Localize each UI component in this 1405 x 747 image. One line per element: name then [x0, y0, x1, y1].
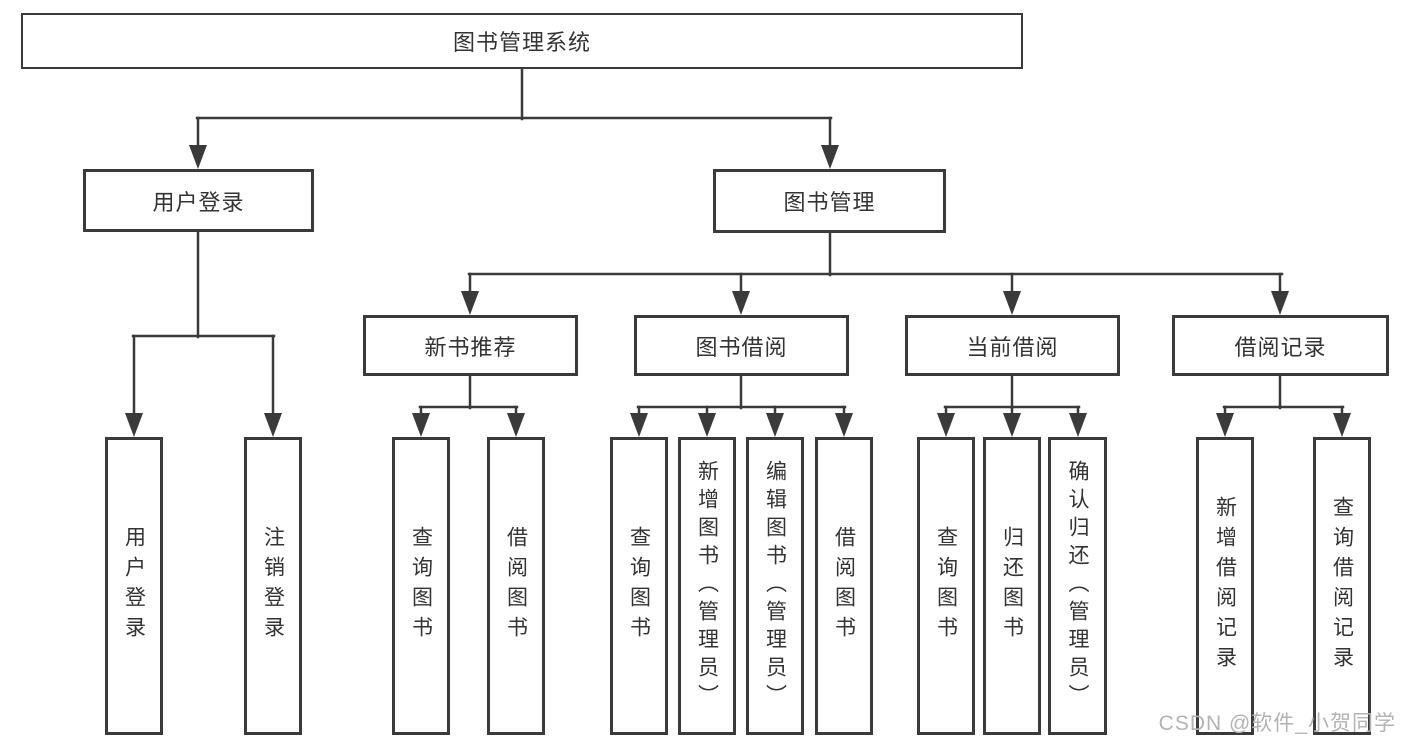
node-label: 新书推荐 [424, 334, 517, 360]
node-library-management-system: 图书管理系统 [21, 13, 1023, 69]
node-label: 查询借阅记录 [1330, 496, 1354, 676]
node-book-management: 图书管理 [713, 169, 946, 233]
node-label: 借阅图书 [832, 526, 856, 646]
node-label: 用户登录 [122, 526, 146, 646]
connector-currentborrow-to-leaves [937, 374, 1087, 437]
leaf-return-books: 归还图书 [983, 437, 1041, 735]
node-new-book-recommend: 新书推荐 [363, 315, 578, 376]
node-label: 当前借阅 [966, 334, 1059, 360]
connector-borrowrecords-to-leaves [1216, 374, 1351, 437]
node-label: 借阅图书 [504, 526, 528, 646]
leaf-edit-books-admin: 编辑图书（管理员） [746, 437, 804, 735]
node-label: 查询图书 [409, 526, 433, 646]
leaf-user-login: 用户登录 [105, 437, 163, 735]
node-label: 归还图书 [1000, 526, 1024, 646]
connector-bookborrow-to-leaves [630, 374, 853, 437]
leaf-confirm-return-admin: 确认归还（管理员） [1048, 437, 1107, 735]
node-book-borrowing: 图书借阅 [634, 315, 849, 376]
leaf-borrow-books: 借阅图书 [487, 437, 545, 735]
node-borrowing-records: 借阅记录 [1172, 315, 1389, 376]
node-label: 图书管理系统 [452, 30, 591, 55]
leaf-borrow-books: 借阅图书 [815, 437, 873, 735]
leaf-query-books: 查询图书 [392, 437, 450, 735]
node-label: 查询图书 [934, 526, 958, 646]
node-label: 新增借阅记录 [1213, 496, 1237, 676]
node-label: 查询图书 [627, 526, 651, 646]
leaf-query-books: 查询图书 [917, 437, 975, 735]
node-label: 图书借阅 [695, 334, 788, 360]
connector-root-to-level2 [189, 67, 839, 169]
node-label: 编辑图书（管理员） [763, 460, 787, 712]
node-label: 图书管理 [783, 190, 876, 215]
connector-newbooks-to-leaves [412, 374, 525, 437]
node-label: 注销登录 [261, 526, 285, 646]
leaf-logout: 注销登录 [244, 437, 302, 735]
connector-userlogin-to-leaves [125, 230, 282, 437]
node-label: 新增图书（管理员） [695, 460, 719, 712]
leaf-add-borrow-record: 新增借阅记录 [1196, 437, 1254, 735]
node-label: 用户登录 [152, 189, 245, 215]
leaf-query-books: 查询图书 [610, 437, 668, 735]
leaf-add-books-admin: 新增图书（管理员） [678, 437, 736, 735]
node-user-login: 用户登录 [83, 169, 314, 232]
node-label: 确认归还（管理员） [1066, 460, 1089, 712]
connector-bookmgmt-to-level3 [461, 231, 1289, 315]
node-current-borrowing: 当前借阅 [905, 315, 1120, 376]
csdn-watermark: CSDN @软件_小贺同学 [1158, 712, 1396, 735]
leaf-query-borrow-record: 查询借阅记录 [1313, 437, 1371, 735]
node-label: 借阅记录 [1234, 334, 1327, 360]
